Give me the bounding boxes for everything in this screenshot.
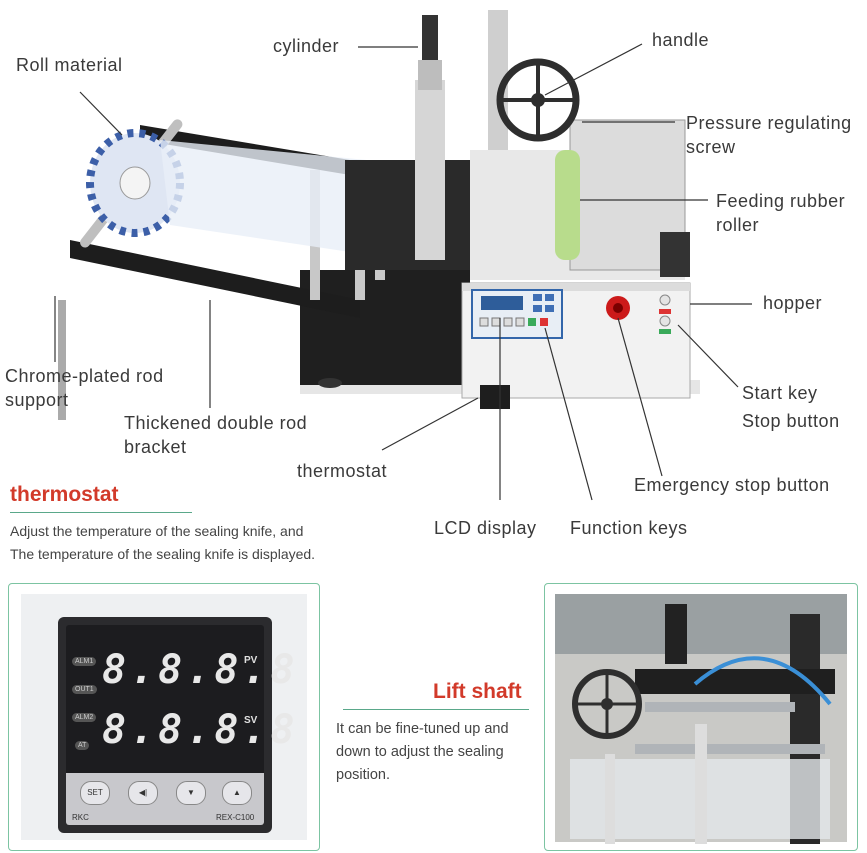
alm1-indicator: ALM1 [72, 657, 97, 666]
down-key-icon[interactable]: ▼ [176, 781, 206, 805]
alm2-indicator: ALM2 [72, 713, 97, 722]
lift-desc-line2: down to adjust the sealing [336, 744, 504, 760]
lift-desc-line3: position. [336, 767, 391, 783]
lift-desc-line1: It can be fine-tuned up and [336, 721, 509, 737]
sv-label: SV [244, 715, 258, 726]
shift-key-icon[interactable]: ◀| [128, 781, 158, 805]
at-indicator: AT [75, 741, 90, 750]
lift-shaft-title: Lift shaft [433, 680, 522, 703]
label-hopper: hopper [763, 293, 823, 313]
lift-shaft-photo-panel [544, 583, 858, 851]
machine-illustration [58, 10, 700, 420]
label-chrome-rod: Chrome-plated rod support [5, 366, 164, 410]
label-thermostat: thermostat [297, 461, 388, 481]
label-handle: handle [652, 30, 710, 50]
pv-label: PV [244, 655, 258, 666]
out1-indicator: OUT1 [72, 685, 97, 694]
up-key-icon[interactable]: ▲ [222, 781, 252, 805]
set-key[interactable]: SET [80, 781, 110, 805]
sv-display: 8.8.8.8 [102, 707, 299, 753]
controller-brand: RKC [72, 813, 89, 822]
thermostat-description: Adjust the temperature of the sealing kn… [10, 520, 315, 566]
label-pressure-screw: Pressure regulating screw [686, 113, 852, 157]
label-cylinder: cylinder [273, 36, 340, 56]
controller-keypad: SET ◀| ▼ ▲ RKC REX-C100 [66, 773, 264, 825]
callout-lines [54, 43, 752, 501]
label-emergency-stop: Emergency stop button [634, 475, 830, 495]
thermostat-desc-line1: Adjust the temperature of the sealing kn… [10, 523, 304, 539]
label-roll-material: Roll material [16, 55, 123, 75]
lift-shaft-rule [343, 709, 529, 710]
label-start-key: Start key [742, 383, 818, 403]
temperature-controller: ALM1 OUT1 ALM2 AT 8.8.8.8 8.8.8.8 PV SV … [58, 617, 295, 833]
lift-shaft-description: It can be fine-tuned up and down to adju… [336, 718, 509, 787]
pv-display: 8.8.8.8 [102, 647, 299, 693]
label-function-keys: Function keys [570, 518, 688, 538]
thermostat-title-rule [10, 512, 192, 513]
thermostat-section-title: thermostat [10, 483, 119, 506]
label-feeding-roller: Feeding rubber roller [716, 191, 846, 235]
label-lcd-display: LCD display [434, 518, 537, 538]
lift-shaft-illustration [555, 594, 847, 844]
thermostat-desc-line2: The temperature of the sealing knife is … [10, 546, 316, 562]
label-double-rod: Thickened double rod bracket [124, 413, 308, 457]
controller-model: REX-C100 [216, 813, 255, 822]
label-stop-button: Stop button [742, 411, 840, 431]
